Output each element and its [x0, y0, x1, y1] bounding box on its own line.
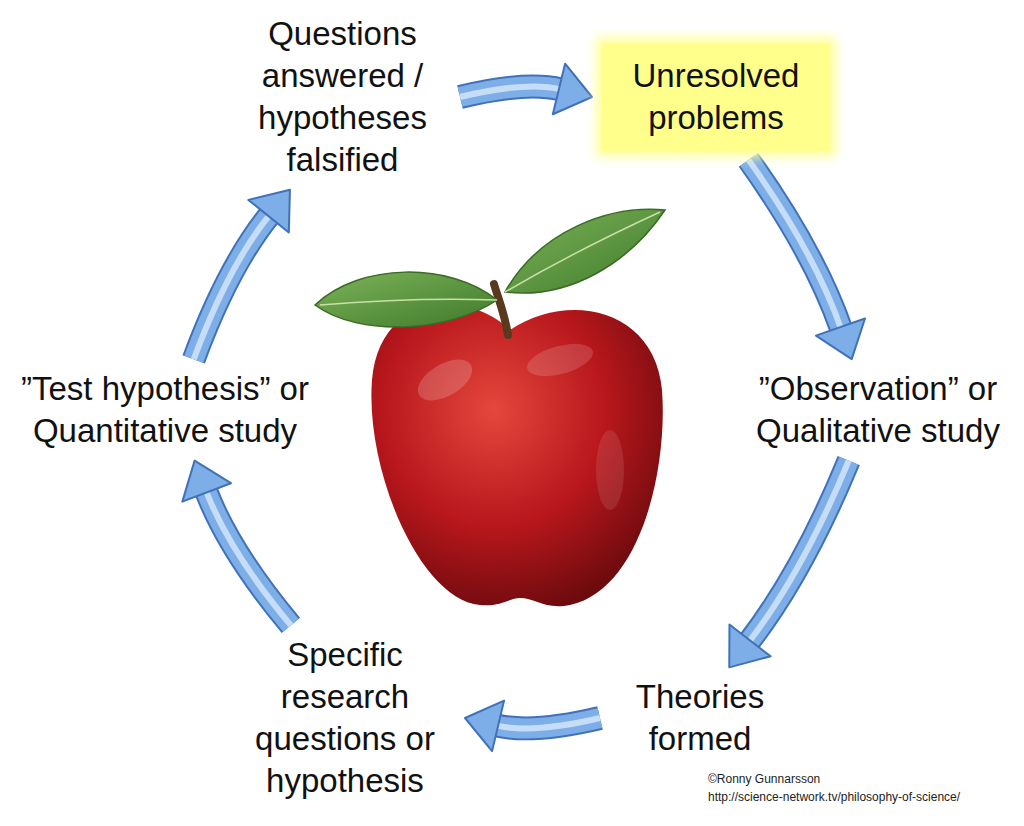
copyright-note: ©Ronny Gunnarsson: [708, 772, 820, 787]
arrow-shine: [194, 215, 270, 360]
arrow-shaft: [749, 461, 849, 642]
arrow-shaft: [496, 718, 600, 728]
arrow-shaft-outline: [206, 491, 291, 626]
step-text: Theories formed: [610, 676, 790, 760]
step-label: Unresolved problems: [612, 55, 820, 139]
arrow-shaft: [206, 491, 291, 626]
cycle-arrow: [194, 190, 290, 360]
arrow-shine: [749, 160, 842, 329]
arrow-shaft: [460, 87, 561, 97]
arrow-shaft-outline: [460, 87, 561, 97]
arrow-shine: [749, 461, 849, 642]
step-text: Questions answered / hypotheses falsifie…: [235, 13, 450, 181]
arrow-head: [182, 461, 231, 502]
step-label: ”Test hypothesis” or Quantitative study: [15, 368, 315, 452]
arrow-shine: [206, 491, 291, 626]
step-text: ”Observation” or Qualitative study: [753, 368, 1003, 452]
source-url: http://science-network.tv/philosophy-of-…: [708, 790, 960, 805]
arrow-shaft: [194, 215, 270, 360]
step-text: Specific research questions or hypothesi…: [235, 634, 455, 802]
arrow-shaft: [749, 160, 842, 329]
arrow-head: [553, 64, 592, 115]
arrow-head: [816, 318, 865, 359]
arrow-head: [248, 190, 290, 233]
step-label: ”Observation” or Qualitative study: [753, 368, 1003, 452]
arrow-shine: [496, 718, 600, 728]
step-label: Questions answered / hypotheses falsifie…: [235, 13, 450, 181]
cycle-arrow: [749, 160, 865, 359]
arrow-head: [729, 625, 770, 668]
arrow-shine: [460, 87, 561, 97]
step-label: Theories formed: [610, 676, 790, 760]
highlight-box: Unresolved problems: [602, 43, 830, 151]
cycle-arrow: [465, 701, 600, 752]
arrow-shaft-outline: [194, 215, 270, 360]
step-text: ”Test hypothesis” or Quantitative study: [15, 368, 315, 452]
arrow-shaft-outline: [749, 160, 842, 329]
step-label: Specific research questions or hypothesi…: [235, 634, 455, 802]
cycle-arrow: [460, 64, 592, 115]
cycle-arrow: [729, 461, 848, 668]
arrow-shaft-outline: [749, 461, 849, 642]
arrow-head: [465, 701, 504, 752]
arrow-shaft-outline: [496, 718, 600, 728]
cycle-arrow: [182, 461, 291, 626]
